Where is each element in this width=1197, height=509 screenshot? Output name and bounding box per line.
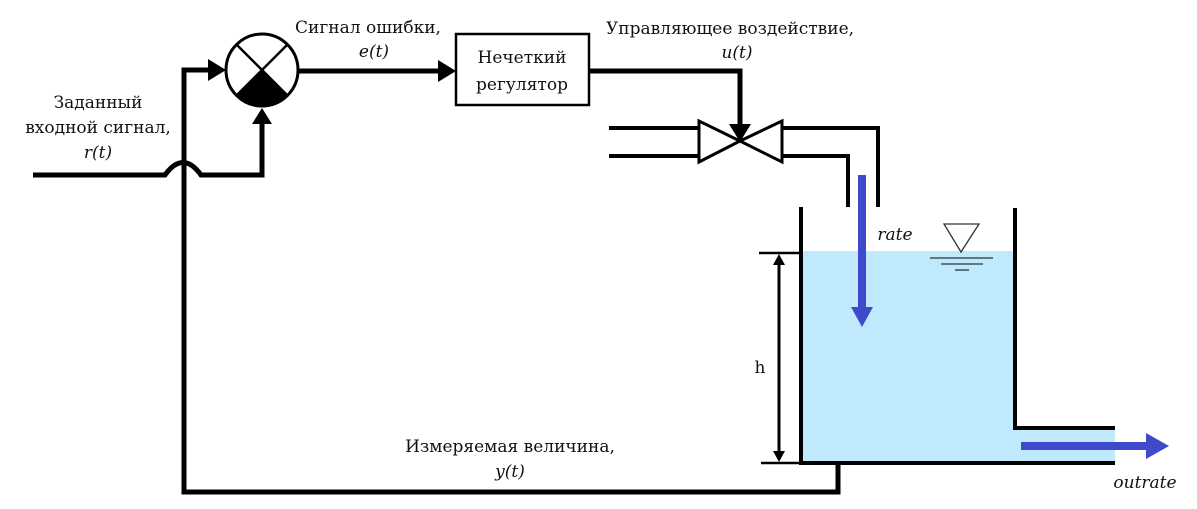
inlet-pipe bbox=[609, 126, 880, 207]
inflow-label: rate bbox=[877, 225, 912, 245]
control-label-line1: Управляющее воздействие, bbox=[606, 19, 854, 39]
outflow-label: outrate bbox=[1113, 473, 1176, 493]
measured-label-line1: Измеряемая величина, bbox=[405, 437, 615, 457]
feedback-line bbox=[181, 67, 841, 495]
error-symbol: e(t) bbox=[359, 42, 389, 62]
fuzzy-controller-block bbox=[454, 32, 591, 107]
measured-symbol: y(t) bbox=[494, 462, 525, 482]
summing-junction bbox=[224, 32, 300, 108]
outflow-arrow bbox=[1021, 433, 1169, 459]
height-label: h bbox=[755, 358, 766, 378]
controller-label-line2: регулятор bbox=[476, 75, 568, 95]
reference-arrowhead bbox=[252, 108, 272, 124]
error-label-line1: Сигнал ошибки, bbox=[295, 18, 441, 38]
error-arrowhead bbox=[438, 60, 456, 82]
feedback-arrowhead bbox=[208, 59, 226, 81]
control-signal-line bbox=[589, 68, 743, 128]
reference-symbol: r(t) bbox=[84, 143, 112, 163]
valve bbox=[697, 118, 784, 165]
controller-label-line1: Нечеткий bbox=[478, 48, 567, 68]
control-arrowhead bbox=[729, 124, 751, 142]
reference-label-line1: Заданный bbox=[54, 93, 143, 113]
tank-water bbox=[802, 251, 1115, 462]
control-symbol: u(t) bbox=[721, 43, 752, 63]
water-level-symbol bbox=[930, 223, 993, 271]
height-dimension bbox=[759, 251, 801, 465]
inflow-arrow bbox=[851, 175, 873, 327]
reference-label-line2: входной сигнал, bbox=[25, 118, 171, 138]
